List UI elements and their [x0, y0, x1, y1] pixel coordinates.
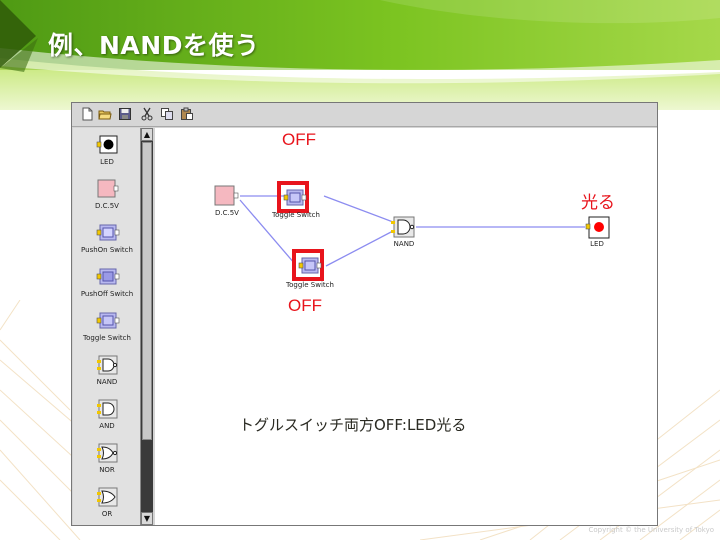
palette-item-nor[interactable]: NOR: [73, 439, 140, 483]
callout-bottom-switch-off: OFF: [288, 296, 322, 315]
or-gate-icon: [97, 487, 118, 507]
wire-dc-to-bottom-switch[interactable]: [239, 199, 296, 265]
pushon-switch-icon: [96, 224, 120, 241]
slide-banner: [0, 0, 720, 110]
scroll-up-button[interactable]: ▲: [141, 128, 153, 141]
dc-source[interactable]: [214, 185, 242, 207]
toggle-switch-bottom[interactable]: [298, 255, 322, 277]
palette-item-led[interactable]: LED: [73, 131, 140, 175]
palette-label: NAND: [96, 378, 118, 386]
highlight-box-bottom: [292, 249, 324, 281]
palette-label: PushOn Switch: [81, 246, 133, 254]
copy-icon[interactable]: [160, 107, 174, 121]
palette-label: D.C.5V: [95, 202, 119, 210]
and-gate-icon: [97, 399, 118, 419]
palette-item-and[interactable]: AND: [73, 395, 140, 439]
dc-source-icon: [97, 179, 119, 198]
palette-scrollbar[interactable]: ▲ ▼: [140, 128, 153, 525]
palette-label: LED: [100, 158, 114, 166]
palette-item-pushon[interactable]: PushOn Switch: [73, 219, 140, 263]
nand-gate-icon: [97, 355, 118, 375]
led-output-label: LED: [590, 240, 604, 248]
palette-item-or[interactable]: OR: [73, 483, 140, 525]
toggle-switch-icon: [96, 312, 120, 329]
wire-layer: [239, 195, 585, 267]
nand-gate[interactable]: [391, 216, 417, 238]
palette-item-dc[interactable]: D.C.5V: [73, 175, 140, 219]
slide-caption: トグルスイッチ両方OFF:LED光る: [239, 416, 467, 434]
callout-top-switch-off: OFF: [282, 130, 316, 149]
scroll-down-button[interactable]: ▼: [141, 512, 153, 525]
slide-title: 例、NANDを使う: [48, 31, 260, 60]
highlight-box-top: [277, 181, 309, 213]
nor-gate-icon: [97, 443, 118, 463]
wire-top-switch-to-nand[interactable]: [323, 195, 394, 223]
toggle-switch-bottom-label: Toggle Switch: [286, 281, 334, 289]
copyright-notice: Copyright © the University of Tokyo: [588, 526, 714, 534]
cut-icon[interactable]: [140, 107, 154, 121]
toggle-switch-top-label: Toggle Switch: [272, 211, 320, 219]
palette-label: NOR: [99, 466, 115, 474]
dc-source-label: D.C.5V: [215, 209, 239, 217]
led-output[interactable]: [585, 216, 611, 240]
component-palette: LED D.C.5V PushOn Switch PushOff Switch …: [73, 128, 141, 525]
palette-label: OR: [101, 510, 113, 518]
callout-led-glows: 光る: [581, 193, 615, 212]
wire-bottom-switch-to-nand[interactable]: [325, 230, 394, 267]
new-file-icon[interactable]: [80, 107, 94, 121]
palette-label: PushOff Switch: [80, 290, 134, 298]
save-icon[interactable]: [118, 107, 132, 121]
toggle-switch-top[interactable]: [283, 187, 307, 209]
nand-gate-label: NAND: [393, 240, 415, 248]
palette-label: Toggle Switch: [83, 334, 131, 342]
paste-icon[interactable]: [180, 107, 194, 121]
pushoff-switch-icon: [96, 268, 120, 285]
palette-label: AND: [99, 422, 115, 430]
circuit-canvas[interactable]: D.C.5V Toggle Switch OFF Toggle Switch O…: [155, 128, 657, 525]
palette-item-nand[interactable]: NAND: [73, 351, 140, 395]
scroll-thumb[interactable]: [142, 142, 152, 440]
palette-item-pushoff[interactable]: PushOff Switch: [73, 263, 140, 307]
toolbar: [72, 103, 657, 127]
palette-item-toggle[interactable]: Toggle Switch: [73, 307, 140, 351]
open-folder-icon[interactable]: [98, 107, 112, 121]
app-window: LED D.C.5V PushOn Switch PushOff Switch …: [71, 102, 658, 526]
led-icon: [96, 135, 118, 154]
